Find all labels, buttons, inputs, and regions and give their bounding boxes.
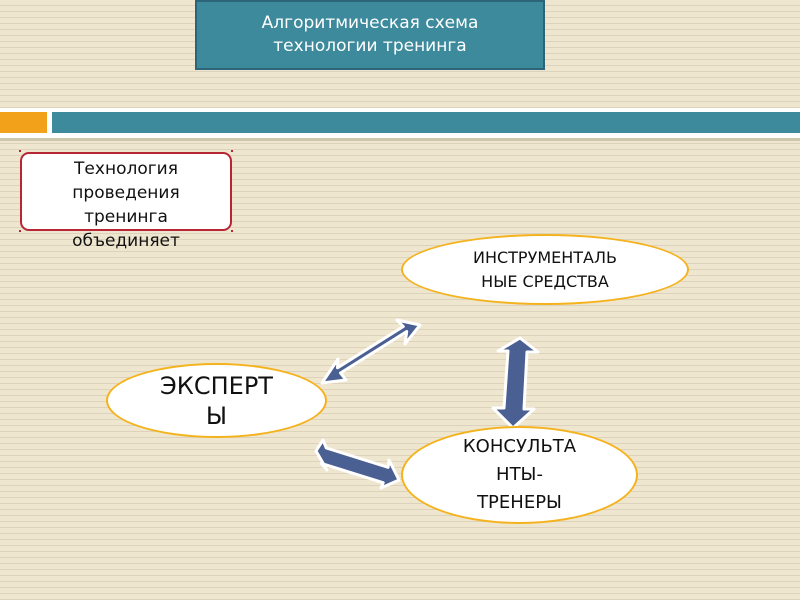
node-consultants-trainers: КОНСУЛЬТА НТЫ- ТРЕНЕРЫ	[401, 426, 638, 524]
slide-title-line-1: Алгоритмическая схема	[261, 13, 479, 33]
node-consult-line-1: КОНСУЛЬТА	[462, 436, 577, 457]
arrow-tools-consultants	[491, 336, 540, 430]
node-tools-line-1: ИНСТРУМЕНТАЛЬ	[472, 247, 617, 267]
intro-line-2: проведения	[72, 183, 180, 203]
intro-box-corner-dot	[19, 230, 21, 232]
node-experts: ЭКСПЕРТ Ы	[106, 363, 327, 438]
header-stripe-shadow	[0, 138, 800, 141]
node-instrumental-tools: ИНСТРУМЕНТАЛЬ НЫЕ СРЕДСТВА	[401, 234, 689, 305]
intro-text: Технология проведения тренинга объединяе…	[20, 157, 232, 253]
intro-box	[20, 152, 232, 231]
arrow-experts-consultants	[314, 438, 401, 490]
slide-title: Алгоритмическая схема технологии тренинг…	[195, 0, 545, 70]
node-experts-line-1: ЭКСПЕРТ	[160, 371, 273, 400]
intro-box-corner-dot	[231, 230, 233, 232]
node-consult-line-2: НТЫ-	[496, 464, 543, 485]
accent-bar	[0, 112, 47, 133]
arrow-experts-tools	[320, 318, 422, 385]
header-bar	[52, 112, 800, 133]
node-experts-line-2: Ы	[205, 401, 228, 430]
intro-line-4: объединяет	[72, 231, 180, 251]
intro-line-1: Технология	[74, 159, 178, 179]
slide-title-line-2: технологии тренинга	[273, 36, 467, 56]
node-consult-line-3: ТРЕНЕРЫ	[477, 492, 562, 513]
intro-box-corner-dot	[19, 150, 21, 152]
intro-line-3: тренинга	[84, 207, 168, 227]
intro-box-corner-dot	[231, 150, 233, 152]
node-tools-line-2: НЫЕ СРЕДСТВА	[481, 271, 609, 291]
